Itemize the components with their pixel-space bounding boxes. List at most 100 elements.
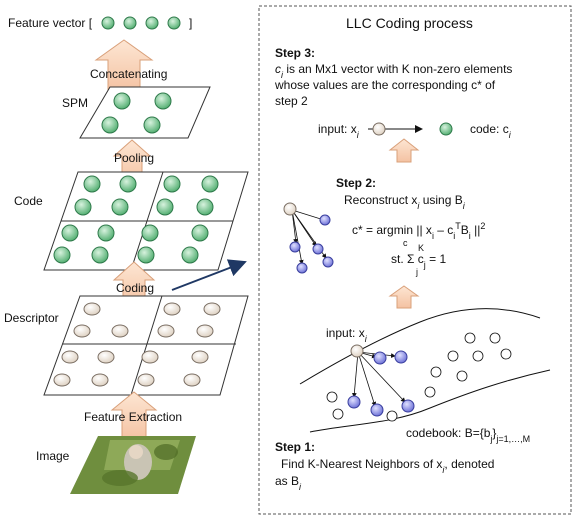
blue-dot-icon <box>394 350 408 364</box>
step1-line1: Find K-Nearest Neighbors of xi, denoted <box>281 457 494 475</box>
step1-line2-sub: i <box>299 482 302 492</box>
blue-dot-icon <box>312 243 324 255</box>
feature-vector-label: Feature vector [ <box>8 16 93 30</box>
step2-line1: Reconstruct xi using Bi <box>344 193 466 211</box>
beige-dot-icon <box>111 324 129 338</box>
codebook-atom-icon <box>464 332 476 344</box>
codebook-sub-j: j <box>489 434 492 444</box>
green-dot-icon <box>119 175 137 193</box>
eq2-tail: = 1 <box>426 252 447 266</box>
green-dot-icon <box>74 198 92 216</box>
green-dot-icon <box>191 224 209 242</box>
codebook-label: codebook: B={bj}j=1,…,M <box>406 426 530 444</box>
eq1-sub-i3: i <box>469 231 471 241</box>
green-dot-icon <box>53 246 71 264</box>
codebook-atom-icon <box>326 391 338 403</box>
spm-plane <box>79 86 211 139</box>
green-dot-icon <box>196 198 214 216</box>
eq1-sup-2: 2 <box>480 221 485 231</box>
step3-line1-rest: is an Mx1 vector with K non-zero element… <box>283 62 512 76</box>
green-dot-icon <box>439 122 453 136</box>
beige-dot-icon <box>97 350 115 364</box>
blue-dot-icon <box>319 214 331 226</box>
green-dot-icon <box>101 16 115 30</box>
codebook-manifold <box>299 308 551 433</box>
eq2-text: st. Σ c <box>391 252 424 266</box>
blue-dot-icon <box>347 395 361 409</box>
green-dot-icon <box>141 224 159 242</box>
green-dot-icon <box>61 224 79 242</box>
step3-input-text: input: x <box>318 122 357 136</box>
feature-extraction-label: Feature Extraction <box>84 410 182 424</box>
eq1-rhs: B <box>461 223 469 237</box>
codebook-brace: } <box>492 426 496 440</box>
beige-dot-icon <box>203 302 221 316</box>
green-dot-icon <box>167 16 181 30</box>
beige-dot-icon <box>183 373 201 387</box>
concatenating-label: Concatenating <box>90 67 167 81</box>
code-label: Code <box>14 194 43 208</box>
green-dot-icon <box>154 92 172 110</box>
step3-line2: whose values are the corresponding c* of <box>274 78 496 92</box>
step2-line1-sub2: i <box>463 201 466 211</box>
green-dot-icon <box>145 16 159 30</box>
green-dot-icon <box>123 16 137 30</box>
beige-dot-icon <box>191 350 209 364</box>
beige-dot-icon <box>91 373 109 387</box>
descriptor-plane <box>43 295 249 396</box>
eq2-under-j: j <box>415 267 418 277</box>
green-dot-icon <box>101 116 119 134</box>
green-dot-icon <box>91 246 109 264</box>
codebook-atom-icon <box>500 348 512 360</box>
beige-dot-icon <box>196 324 214 338</box>
input-image-photo <box>70 436 196 494</box>
image-label: Image <box>36 449 70 463</box>
blue-dot-icon <box>296 262 308 274</box>
eq1-sub-i2: i <box>453 231 455 241</box>
step3-c-sub: i <box>281 70 284 80</box>
eq1-under-c: c <box>403 238 408 248</box>
codebook-atom-icon <box>472 350 484 362</box>
step2-title: Step 2: <box>336 176 376 190</box>
green-dot-icon <box>97 224 115 242</box>
eq1-mid: – c <box>434 223 453 237</box>
pooling-label: Pooling <box>114 151 154 165</box>
eq2-k: K <box>418 243 424 253</box>
step1-input-text: input: x <box>326 326 365 340</box>
blue-dot-icon <box>322 256 334 268</box>
codebook-atom-icon <box>332 408 344 420</box>
step1-input-sub: i <box>365 334 368 344</box>
beige-dot-icon <box>61 350 79 364</box>
green-dot-icon <box>163 175 181 193</box>
green-dot-icon <box>83 175 101 193</box>
green-dot-icon <box>137 246 155 264</box>
code-plane <box>43 171 249 271</box>
eq1-sup-t: T <box>455 221 461 231</box>
green-dot-icon <box>156 198 174 216</box>
beige-dot-icon <box>163 302 181 316</box>
step2-line1-sub: i <box>417 201 420 211</box>
blue-dot-icon <box>373 351 387 365</box>
codebook-range: j=1,…,M <box>495 434 530 444</box>
beige-dot-icon <box>137 373 155 387</box>
step3-line3: step 2 <box>275 94 308 108</box>
step1-line1-a: Find K-Nearest Neighbors of x <box>281 457 442 471</box>
step1-input-label: input: xi <box>326 326 368 344</box>
step2-line1-a: Reconstruct x <box>344 193 417 207</box>
coding-pointer-arrow <box>171 259 247 291</box>
codebook-atom-icon <box>430 366 442 378</box>
eq2-sub-j: j <box>423 260 426 270</box>
blue-dot-icon <box>401 399 415 413</box>
step1-line2-a: as B <box>275 474 299 488</box>
step1-to-step2-arrow <box>388 285 420 309</box>
beige-dot-icon <box>53 373 71 387</box>
green-dot-icon <box>201 175 219 193</box>
equation-argmin: c* = argmin || xi – ciTBi ||2 <box>352 221 485 241</box>
beige-dot-icon <box>83 302 101 316</box>
beige-dot-icon <box>283 202 297 216</box>
step1-line1-sub: i <box>442 465 445 475</box>
step3-code-label: code: ci <box>470 122 512 140</box>
step3-input-label: input: xi <box>318 122 360 140</box>
